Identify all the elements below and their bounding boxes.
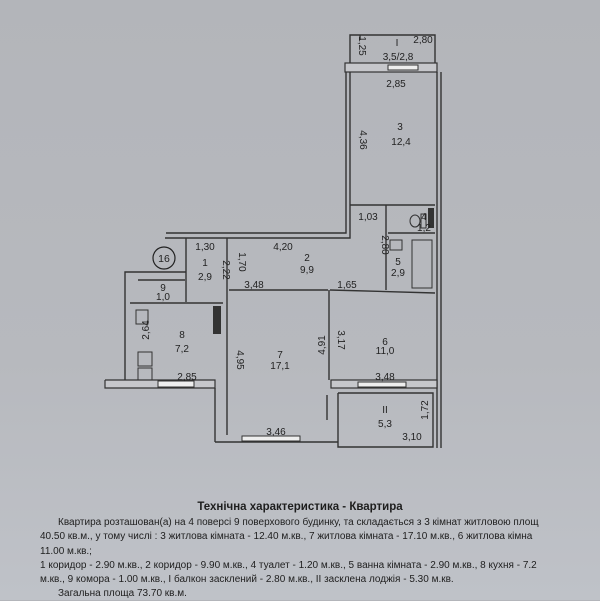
room-id: 5 (395, 257, 401, 268)
room-area: 12,4 (391, 137, 411, 148)
dimension: 4,91 (317, 335, 328, 355)
room-labels: I 3,5/2,8 3 12,4 4 1,2 2 9,9 5 2,9 1 2,9… (156, 38, 431, 430)
description-title: Технічна характеристика - Квартира (197, 501, 403, 513)
room-area: 2,9 (391, 268, 405, 279)
dimension: 2,22 (220, 260, 231, 280)
dimension: 3,10 (402, 432, 422, 443)
stove-icon (137, 351, 153, 367)
radiator-icon (213, 306, 221, 334)
dimension: 1,25 (356, 36, 367, 56)
dimension: 1,30 (195, 242, 215, 253)
dimension: 1,03 (358, 212, 378, 223)
description-line: 11.00 м.кв.; (40, 545, 92, 557)
room-id: 8 (179, 330, 185, 341)
dimension: 1,65 (337, 280, 357, 291)
bathtub-icon (411, 239, 433, 289)
room-area: 17,1 (270, 361, 290, 372)
window (387, 64, 419, 71)
room-area: 5,3 (378, 419, 392, 430)
room-id: II (382, 405, 388, 416)
apartment-number-badge: 16 (152, 246, 176, 270)
dimension: 4,95 (234, 350, 245, 370)
room-id: 2 (304, 253, 310, 264)
dimension: 1,70 (236, 252, 247, 272)
room-id: 6 (382, 337, 388, 348)
description-line: 40.50 кв.м., у тому числі : 3 житлова кі… (40, 531, 533, 543)
dimension: 4,36 (357, 130, 368, 150)
description-line: Загальна площа 73.70 кв.м. (58, 588, 187, 600)
technical-description: Технічна характеристика - Квартира Кварт… (0, 500, 600, 601)
room-area: 11,0 (376, 346, 395, 357)
description-line: 1 коридор - 2.90 м.кв., 2 коридор - 9.90… (40, 559, 537, 571)
room-area: 9,9 (300, 265, 314, 276)
room-id: I (396, 38, 399, 49)
dimension: 2,85 (386, 79, 406, 90)
dimension: 2,85 (177, 372, 197, 383)
vent-icon (428, 208, 434, 228)
sink-icon (389, 239, 403, 251)
sink-kitchen-icon (135, 309, 149, 325)
dimension: 3,17 (335, 330, 346, 350)
room-area: 3,5/2,8 (383, 52, 414, 63)
room-area: 1,0 (156, 292, 170, 303)
loggia-II (337, 392, 434, 448)
room-area: 2,9 (198, 272, 212, 283)
dimension: 2,64 (141, 320, 152, 340)
room-area: 1,2 (417, 223, 431, 234)
room-id: 1 (202, 258, 208, 269)
room-id: 3 (397, 122, 403, 133)
dimension: 3,48 (375, 372, 395, 383)
dimension: 2,80 (413, 35, 433, 46)
dimension: 3,46 (266, 427, 286, 438)
room-id: 9 (160, 283, 166, 294)
description-line: м.кв., 9 комора - 1.00 м.кв., І балкон з… (40, 574, 454, 586)
toilet-icon (409, 213, 427, 229)
floor-plan: 16 I 3,5/2,8 3 12,4 4 1,2 2 9,9 5 2,9 1 … (104, 34, 442, 448)
wall-room-3-left (165, 72, 351, 239)
room-id: 7 (277, 350, 283, 361)
room-area: 7,2 (175, 344, 189, 355)
dimension: 3,48 (244, 280, 264, 291)
dimension: 1,72 (420, 400, 431, 420)
dimension: 2,80 (379, 235, 390, 255)
room-id: 4 (421, 212, 427, 223)
description-line: Квартира розташован(а) на 4 поверсі 9 по… (58, 517, 539, 529)
apartment-number: 16 (158, 253, 170, 265)
dimension-labels: 2,80 1,25 2,85 4,36 1,03 4,20 2,80 1,30 … (141, 35, 433, 443)
dimension: 4,20 (273, 242, 293, 253)
balcony-I (349, 34, 436, 63)
